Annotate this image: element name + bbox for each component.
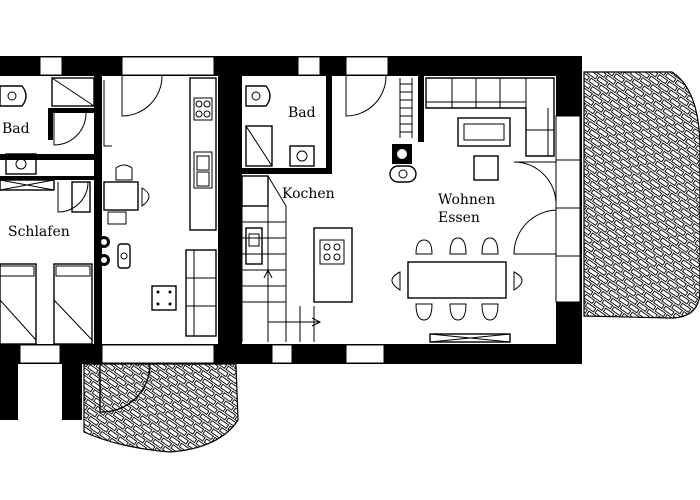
terrace-door-arc (99, 363, 151, 413)
living-dining: Wohnen Essen (389, 76, 557, 343)
kitchen: Kochen (241, 75, 387, 342)
right-bathroom: Bad (242, 76, 332, 174)
room-label-wohnen: Wohnen (438, 192, 495, 208)
left-kitchen (103, 75, 217, 337)
room-label-schlafen: Schlafen (8, 224, 70, 240)
windows (19, 56, 581, 364)
room-label-bad-left: Bad (2, 121, 30, 137)
terrace-right (583, 71, 700, 319)
left-bathroom: Bad (0, 77, 100, 191)
room-label-kochen: Kochen (282, 186, 335, 202)
staircase (242, 175, 322, 342)
outer-walls (0, 56, 582, 420)
room-label-essen: Essen (438, 210, 480, 226)
room-label-bad-right: Bad (288, 105, 316, 121)
bedroom: Schlafen (0, 181, 110, 345)
terrace-bottom (83, 363, 239, 453)
